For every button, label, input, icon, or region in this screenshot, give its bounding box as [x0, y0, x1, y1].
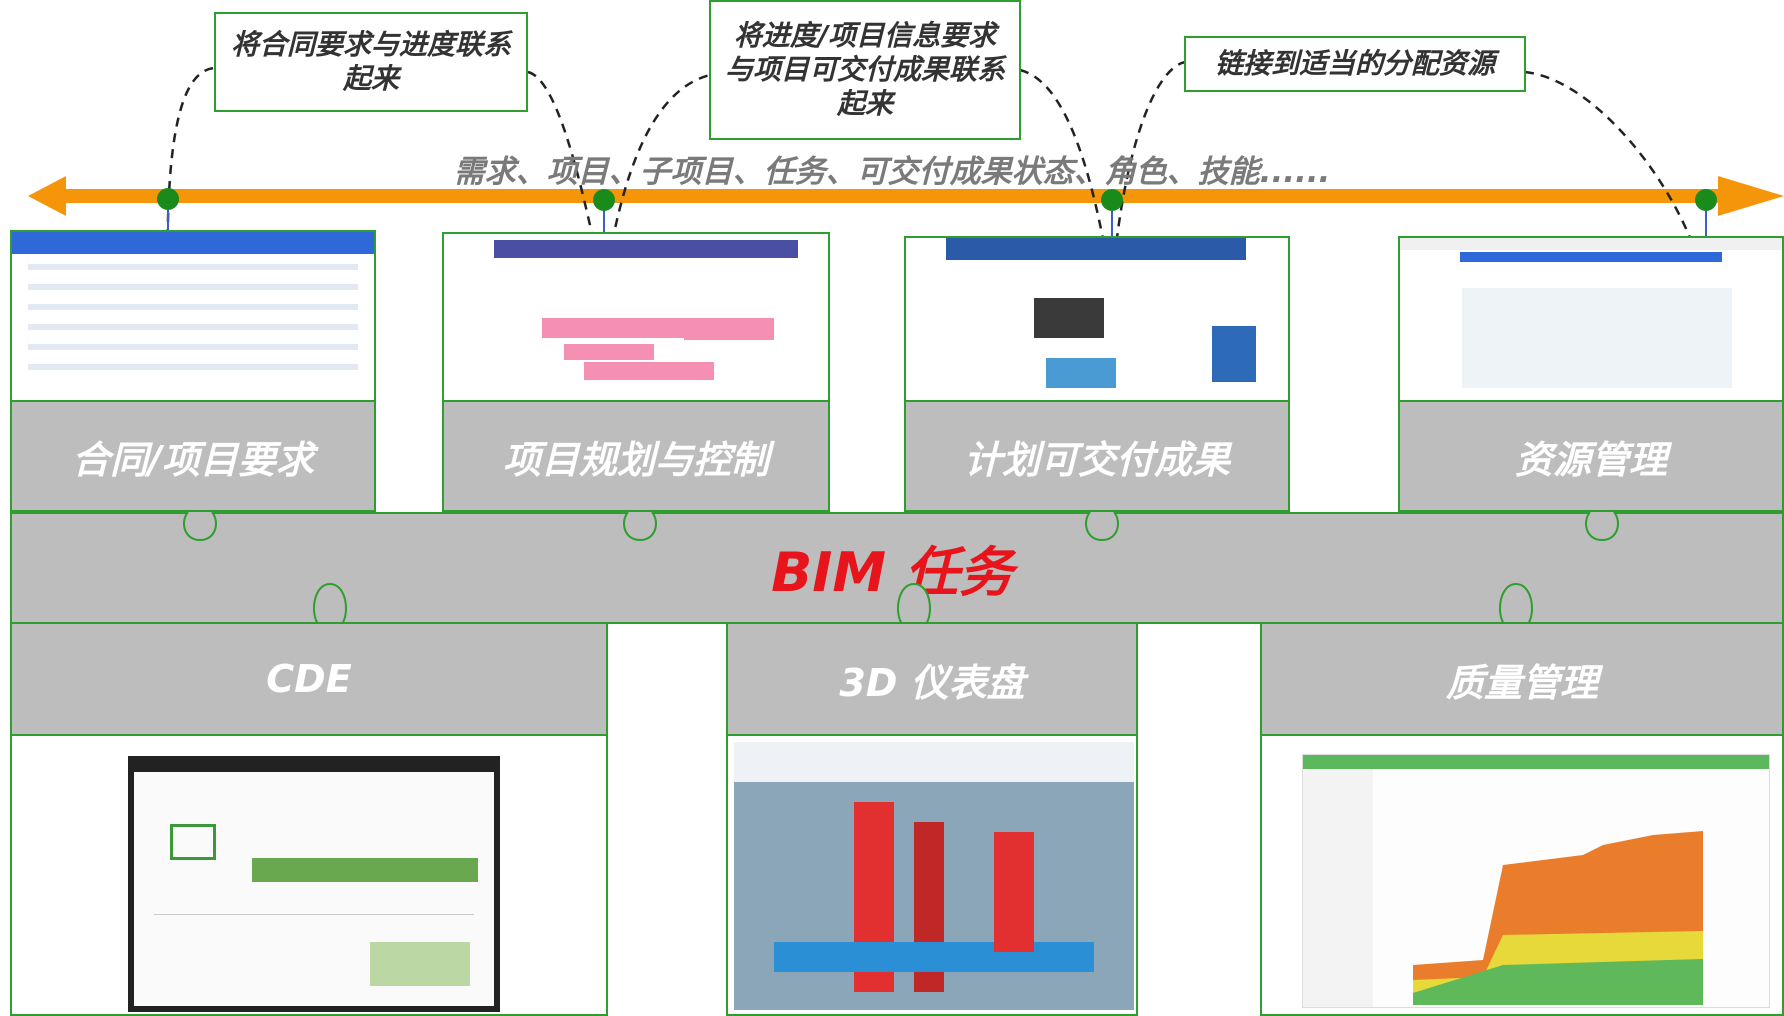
screenshot-resources — [1398, 236, 1784, 402]
bim-tasks-title: BIM 任务 — [771, 541, 1013, 604]
module-resource-management: 资源管理 — [1398, 400, 1784, 512]
screenshot-gantt — [442, 232, 830, 402]
callout-schedule-deliverables: 将进度/项目信息要求与项目可交付成果联系起来 — [709, 0, 1021, 140]
screenshot-quality-chart — [1260, 734, 1784, 1016]
screenshot-deliverables — [904, 236, 1290, 402]
module-cde: CDE — [10, 622, 608, 736]
screenshot-cde — [10, 734, 608, 1016]
module-planned-deliverables: 计划可交付成果 — [904, 400, 1290, 512]
attribute-band-text: 需求、项目、子项目、任务、可交付成果状态、角色、技能...... — [453, 154, 1331, 190]
module-contract-requirements: 合同/项目要求 — [10, 400, 376, 512]
callout-contract-schedule: 将合同要求与进度联系起来 — [214, 12, 528, 112]
screenshot-requirements-list — [10, 230, 376, 402]
module-3d-dashboard: 3D 仪表盘 — [726, 622, 1138, 736]
arrow-dots — [157, 188, 1717, 211]
callout-resources: 链接到适当的分配资源 — [1184, 36, 1526, 92]
screenshot-3d-dashboard — [726, 734, 1138, 1016]
module-quality-management: 质量管理 — [1260, 622, 1784, 736]
module-planning-control: 项目规划与控制 — [442, 400, 830, 512]
timeline-arrow — [28, 176, 1784, 216]
